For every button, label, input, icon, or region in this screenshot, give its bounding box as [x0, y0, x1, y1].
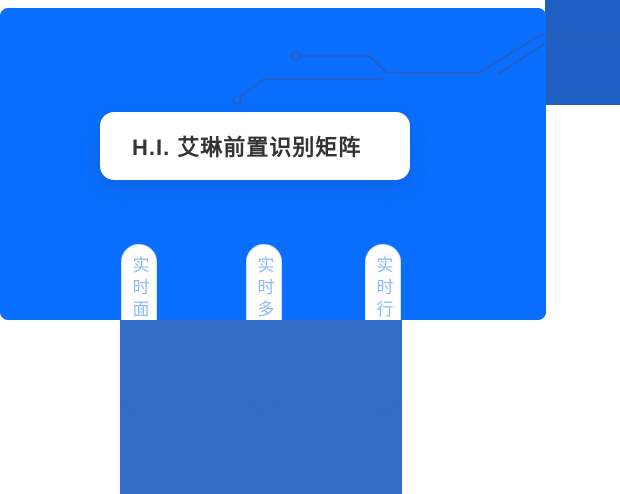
dark-panel-bottom [120, 320, 402, 494]
dark-panel-top-right [545, 0, 620, 105]
page-title: H.I. 艾琳前置识别矩阵 [132, 135, 362, 160]
title-card: H.I. 艾琳前置识别矩阵 [100, 112, 410, 180]
feature-pill-label: 实时面 [129, 256, 149, 322]
feature-pill-label: 实时多 [254, 256, 274, 322]
feature-pill-label: 实时行 [373, 256, 393, 322]
